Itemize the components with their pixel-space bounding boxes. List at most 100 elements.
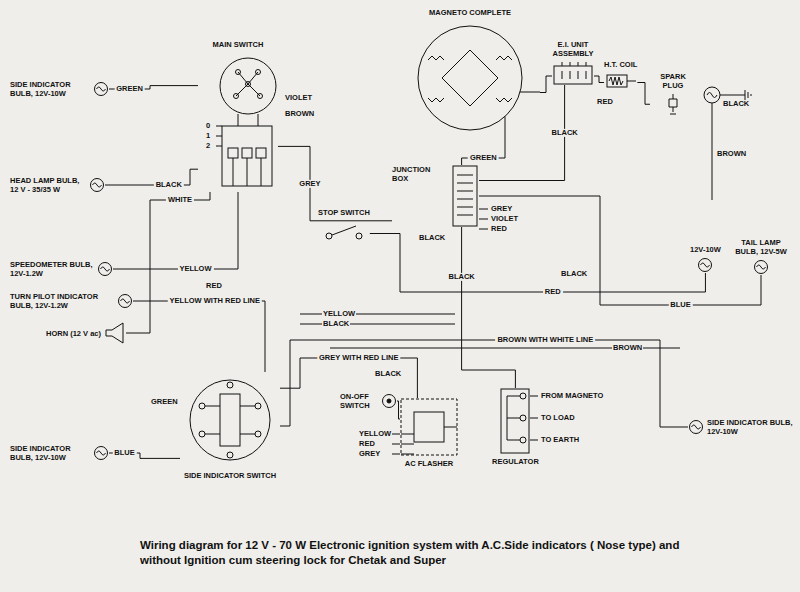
printed-label: BROWN bbox=[284, 110, 315, 118]
printed-label: BLACK bbox=[322, 320, 350, 328]
printed-label: BLACK bbox=[418, 234, 446, 242]
symbol-circle bbox=[91, 179, 104, 192]
wire-colour-label: WHITE bbox=[166, 196, 194, 204]
symbol-line bbox=[236, 72, 260, 96]
wire-colour-label: BLACK bbox=[446, 273, 476, 281]
ht-coil: H.T. COIL bbox=[604, 60, 637, 90]
printed-label: GREY bbox=[490, 205, 513, 213]
bulb-symbol bbox=[117, 293, 133, 309]
bulb: TURN PILOT INDICATOR BULB, 12V-1.2W bbox=[10, 292, 133, 310]
symbol-line bbox=[106, 323, 123, 343]
symbol-circle bbox=[255, 431, 261, 437]
printed-label: BLACK bbox=[374, 370, 402, 378]
printed-label: RED bbox=[358, 440, 376, 448]
wire bbox=[280, 340, 688, 427]
symbol-circle bbox=[520, 415, 526, 421]
symbol-circle bbox=[220, 58, 276, 114]
symbol-line bbox=[701, 263, 710, 267]
indicator-switch: SIDE INDICATOR SWITCH bbox=[180, 372, 280, 480]
wire-colour-label: BLUE bbox=[668, 301, 692, 309]
on-off-switch-symbol bbox=[381, 393, 397, 409]
bulb: SIDE INDICATOR BULB, 12V-10W bbox=[10, 80, 109, 98]
bulb-symbol bbox=[89, 177, 105, 193]
component-label: TURN PILOT INDICATOR BULB, 12V-1.2W bbox=[10, 292, 114, 310]
wire-colour-label: BLACK bbox=[154, 181, 184, 189]
printed-label: GREY bbox=[358, 450, 381, 458]
wire bbox=[479, 196, 761, 305]
symbol-circle bbox=[255, 403, 261, 409]
magneto-symbol bbox=[400, 20, 540, 138]
symbol-line bbox=[216, 126, 222, 146]
symbol-circle bbox=[520, 393, 526, 399]
printed-label: BROWN bbox=[716, 150, 747, 158]
symbol-circle bbox=[119, 295, 132, 308]
symbol-line bbox=[609, 77, 636, 85]
component-label: SIDE INDICATOR BULB, 12V-10W bbox=[707, 418, 793, 436]
symbol-circle bbox=[699, 259, 712, 272]
wire bbox=[370, 234, 706, 293]
junction-box-symbol bbox=[451, 165, 479, 227]
regulator: REGULATOR bbox=[492, 388, 539, 466]
wire bbox=[530, 396, 538, 440]
wire bbox=[105, 169, 198, 185]
component-label: SPARK PLUG bbox=[650, 72, 696, 90]
switch-body bbox=[222, 126, 272, 186]
symbol-circle bbox=[755, 261, 768, 274]
regulator-body bbox=[501, 389, 529, 453]
printed-label: RED bbox=[490, 225, 508, 233]
symbol-circle bbox=[383, 395, 396, 408]
switch-body bbox=[220, 394, 240, 446]
stop-switch: STOP SWITCH bbox=[318, 208, 370, 242]
wire bbox=[637, 83, 650, 105]
symbol-circle bbox=[356, 233, 362, 239]
wire-colour-label: YELLOW WITH RED LINE bbox=[168, 297, 262, 305]
wire bbox=[479, 209, 488, 229]
symbol-line bbox=[401, 399, 457, 455]
component-label: TAIL LAMP BULB, 12V-5W bbox=[732, 238, 790, 256]
indicator-switch-symbol bbox=[180, 372, 280, 468]
printed-label: RED bbox=[205, 282, 223, 290]
component-label: E.I. UNIT ASSEMBLY bbox=[552, 40, 594, 58]
symbol-line bbox=[507, 396, 520, 440]
component-label: AC FLASHER bbox=[405, 459, 453, 468]
printed-label: TO LOAD bbox=[540, 414, 576, 422]
horn-symbol bbox=[104, 322, 126, 344]
symbol-circle bbox=[95, 447, 108, 460]
junction-body bbox=[453, 166, 477, 226]
bulb-symbol bbox=[704, 87, 720, 103]
flasher-symbol bbox=[400, 398, 458, 456]
printed-label: BROWN bbox=[612, 344, 643, 352]
wire bbox=[126, 192, 210, 333]
switch-contact bbox=[242, 148, 252, 158]
wire-colour-label: GREEN bbox=[114, 85, 145, 93]
ignition-unit-symbol bbox=[553, 61, 593, 85]
component-label: 12V-10W bbox=[690, 245, 721, 254]
component-label: SIDE INDICATOR SWITCH bbox=[184, 471, 276, 480]
bulb-symbol bbox=[93, 445, 109, 461]
wire bbox=[540, 76, 552, 93]
symbol-line bbox=[757, 265, 766, 269]
junction-box: JUNCTION BOX bbox=[392, 165, 479, 227]
wire-colour-label: YELLOW bbox=[177, 265, 213, 273]
component-label: REGULATOR bbox=[492, 457, 539, 466]
wire bbox=[712, 103, 713, 200]
printed-label: 0 bbox=[205, 122, 211, 130]
bulb-filament bbox=[707, 93, 717, 98]
component-label: HEAD LAMP BULB, 12 V - 35/35 W bbox=[10, 176, 86, 194]
printed-label: FROM MAGNETO bbox=[540, 392, 604, 400]
printed-label: GREEN bbox=[150, 398, 179, 406]
symbol-circle bbox=[190, 380, 270, 460]
wire bbox=[462, 138, 505, 165]
wire bbox=[133, 301, 265, 372]
bulb: SPEEDOMETER BULB, 12V-1.2W bbox=[10, 260, 113, 278]
symbol-line bbox=[205, 406, 255, 434]
flasher: AC FLASHER bbox=[400, 398, 458, 468]
symbol-line bbox=[505, 92, 540, 138]
ignition-unit: E.I. UNIT ASSEMBLY bbox=[552, 40, 594, 85]
symbol-line bbox=[101, 267, 110, 271]
ht-coil-symbol bbox=[606, 72, 636, 90]
symbol-circle bbox=[99, 263, 112, 276]
stop-switch-symbol bbox=[319, 220, 369, 242]
symbol-circle bbox=[199, 403, 205, 409]
bulb: SIDE INDICATOR BULB, 12V-10W bbox=[688, 418, 793, 436]
